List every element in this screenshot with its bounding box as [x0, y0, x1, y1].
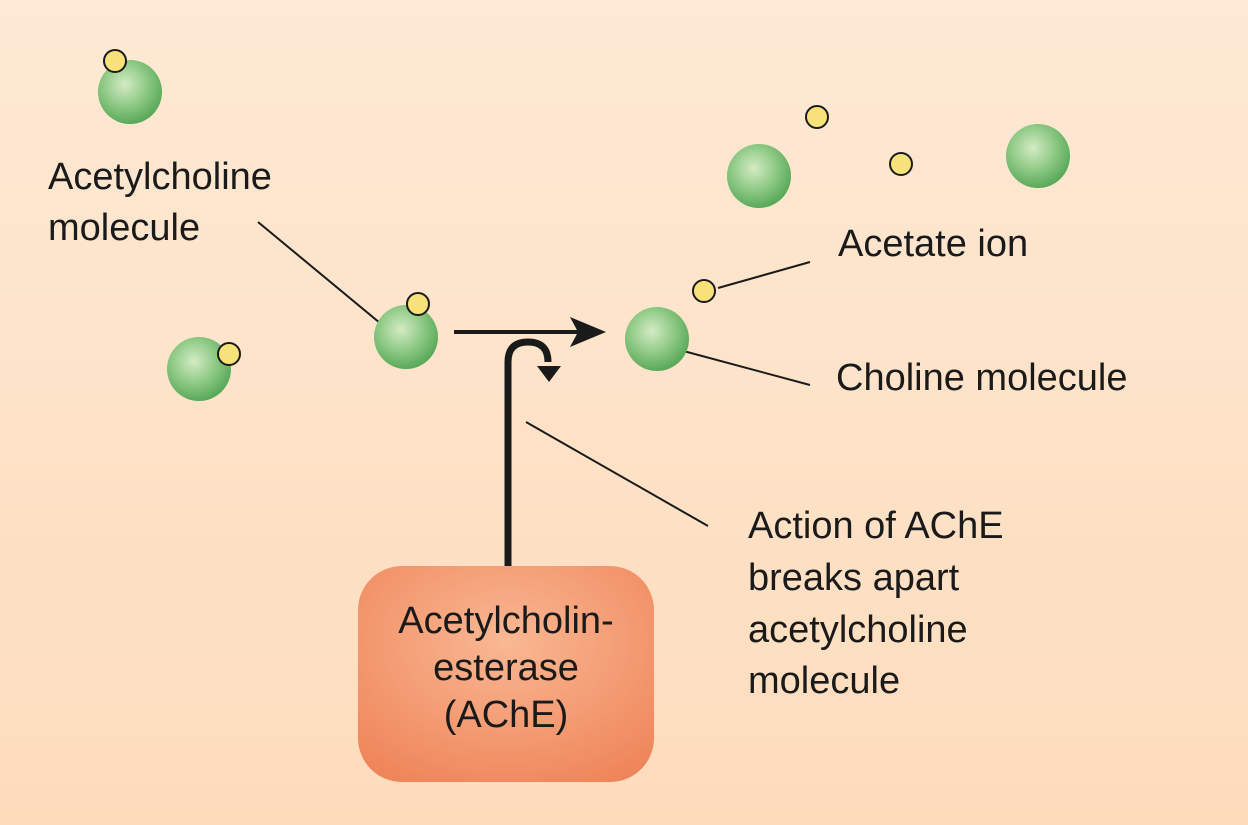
enzyme-block: [358, 566, 654, 782]
action-label-line3: acetylcholine: [748, 609, 968, 651]
acetate-ion-free-2: [889, 152, 913, 176]
reaction-arrow: [454, 317, 606, 347]
action-label-line4: molecule: [748, 660, 901, 702]
enzyme-label-line2: esterase: [433, 647, 579, 689]
acetylcholine-molecule-center: [374, 292, 438, 369]
acetylcholine-label-line2: molecule: [48, 207, 201, 249]
acetylcholine-molecule-left: [167, 337, 241, 401]
acetate-leader-line: [717, 261, 811, 289]
acetylcholine-label-line1: Acetylcholine: [48, 156, 272, 198]
choline-molecule-label: Choline molecule: [836, 357, 1128, 399]
acetate-ion-label: Acetate ion: [838, 223, 1029, 265]
acetate-ion-free-1: [805, 105, 829, 129]
choline-molecule-product: [625, 307, 689, 371]
enzyme-action-arrow: [504, 338, 561, 566]
action-label-line1: Action of AChE: [748, 505, 1004, 547]
acetylcholine-molecule-top-left: [98, 49, 162, 124]
enzyme-label-line3: (AChE): [443, 694, 569, 736]
acetate-ion-product: [692, 279, 716, 303]
acetylcholine-leader-line: [257, 221, 393, 334]
choline-molecule-free-1: [727, 144, 791, 208]
action-label-line2: breaks apart: [748, 557, 960, 599]
choline-leader-line: [675, 348, 811, 386]
enzyme-label-line1: Acetylcholin-: [398, 600, 614, 642]
choline-molecule-free-2: [1006, 124, 1070, 188]
action-leader-line: [525, 421, 709, 527]
enzyme-label: Acetylcholin- esterase (AChE): [360, 598, 652, 739]
